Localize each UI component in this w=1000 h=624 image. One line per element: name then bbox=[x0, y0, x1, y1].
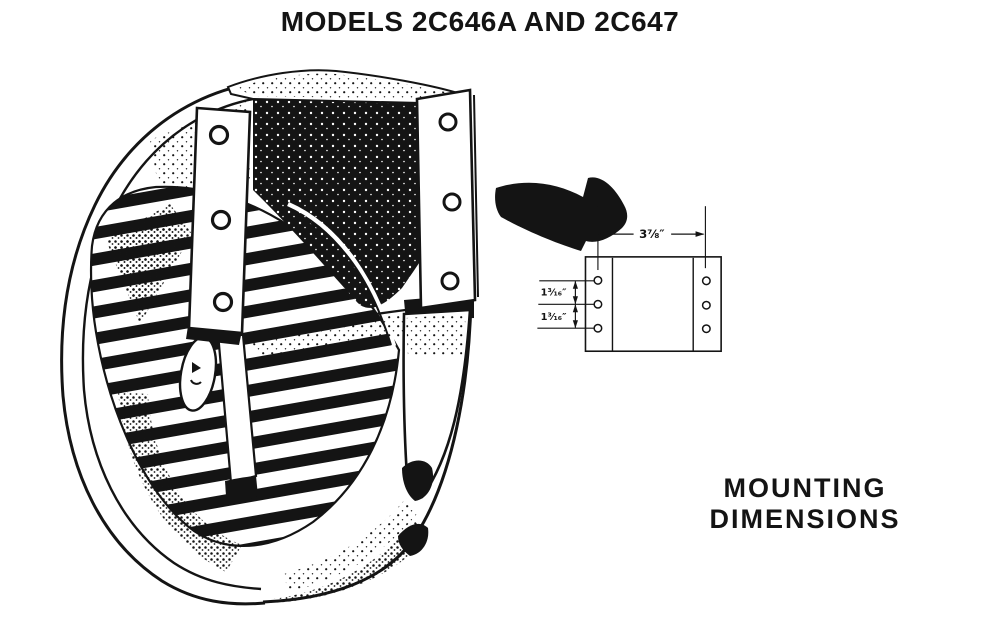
mounting-hole bbox=[593, 323, 603, 333]
mounting-hole bbox=[593, 299, 603, 309]
flange-hole bbox=[208, 124, 230, 146]
figure-title: MODELS 2C646A AND 2C647 bbox=[280, 6, 680, 37]
flange-hole bbox=[212, 291, 234, 313]
flange-hole bbox=[442, 192, 462, 212]
flange-hole bbox=[440, 271, 460, 291]
wheel-hub bbox=[178, 336, 218, 412]
housing-foot bbox=[402, 308, 472, 501]
mounting-dimensions-diagram: 3⅞″ 1³⁄₁₆″ 1³⁄₁₆″ bbox=[537, 206, 722, 353]
blower-illustration bbox=[60, 69, 628, 606]
mounting-holes bbox=[593, 275, 711, 334]
outlet-top-panel-shading bbox=[236, 73, 460, 100]
diagram-caption-line1: MOUNTING bbox=[723, 473, 887, 503]
width-dimension-label: 3⅞″ bbox=[639, 227, 665, 241]
mounting-hole bbox=[593, 275, 603, 285]
spacing-dimensions: 1³⁄₁₆″ 1³⁄₁₆″ bbox=[537, 280, 595, 329]
spacing-dimension-label: 1³⁄₁₆″ bbox=[541, 312, 567, 323]
fan-wheel bbox=[89, 185, 401, 572]
width-dimension: 3⅞″ bbox=[598, 227, 705, 241]
callout-arrow-icon bbox=[495, 177, 628, 251]
diagram-caption: MOUNTING DIMENSIONS bbox=[650, 473, 960, 535]
diagram-caption-line2: DIMENSIONS bbox=[709, 504, 901, 534]
flange-hole bbox=[210, 209, 232, 231]
mounting-hole bbox=[701, 300, 711, 310]
dimension-plate bbox=[584, 256, 722, 353]
spacing-dimension-label: 1³⁄₁₆″ bbox=[541, 287, 567, 298]
discharge-outlet bbox=[253, 94, 462, 308]
flange-hole bbox=[438, 112, 458, 132]
mounting-hole bbox=[701, 324, 711, 334]
mounting-hole bbox=[701, 276, 711, 286]
mounting-flange-left bbox=[186, 106, 252, 345]
